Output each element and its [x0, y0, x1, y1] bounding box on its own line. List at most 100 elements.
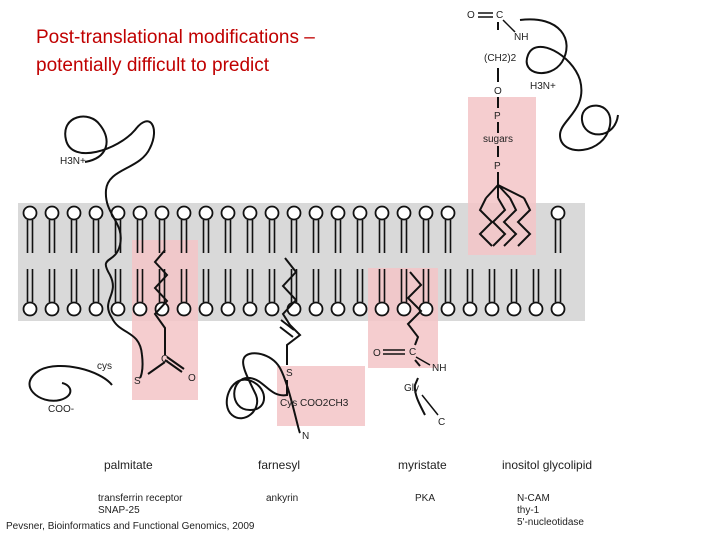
- category-farnesyl: farnesyl: [258, 458, 300, 472]
- lipid-head: [198, 205, 214, 221]
- myristate-acyl-chain: [406, 271, 423, 346]
- citation: Pevsner, Bioinformatics and Functional G…: [6, 521, 255, 532]
- example-n-cam: N-CAM: [517, 493, 550, 504]
- lipid-tail: [444, 220, 452, 253]
- lipid-head: [396, 205, 412, 221]
- label-cys: cys: [97, 361, 112, 372]
- example-pka: PKA: [415, 493, 435, 504]
- title-line-2: potentially difficult to predict: [36, 55, 270, 76]
- myristate-to-gly: [413, 359, 426, 416]
- palmitate-c-terminus-loop: [28, 364, 113, 402]
- lipid-tail: [70, 220, 78, 253]
- lipid-tail: [26, 220, 34, 253]
- lipid-head: [396, 301, 412, 317]
- slide-title: Post-translational modifications – poten…: [36, 24, 436, 80]
- category-inositol-glycolipid: inositol glycolipid: [502, 458, 592, 472]
- lipid-tail: [356, 269, 364, 302]
- lipid-head: [176, 301, 192, 317]
- lipid-tail: [444, 269, 452, 302]
- lipid-tail: [48, 220, 56, 253]
- label-cys-coo: Cys COO2CH3: [280, 398, 349, 409]
- bond-top-c-nh: [502, 19, 516, 33]
- lipid-head: [528, 301, 544, 317]
- lipid-head: [132, 301, 148, 317]
- lipid-head: [220, 205, 236, 221]
- title-line-1: Post-translational modifications –: [36, 27, 315, 48]
- lipid-head: [110, 301, 126, 317]
- farnesyl-double-bond: [279, 319, 295, 338]
- gpi-anchor: [478, 18, 619, 247]
- lipid-tail: [246, 220, 254, 253]
- lipid-head: [88, 301, 104, 317]
- label-h3n-left: H3N+: [60, 156, 86, 167]
- lipid-head: [418, 205, 434, 221]
- lipid-head: [66, 205, 82, 221]
- lipid-tail: [312, 269, 320, 302]
- example-labels: transferrin receptor SNAP-25 ankyrin PKA…: [98, 493, 584, 528]
- lipid-tail: [70, 269, 78, 302]
- lipid-tail: [554, 220, 562, 253]
- label-c-gly: C: [438, 417, 445, 428]
- lipid-head: [418, 301, 434, 317]
- lipid-tail: [554, 269, 562, 302]
- farnesyl-isoprenoid: [281, 257, 302, 365]
- category-labels: palmitate farnesyl myristate inositol gl…: [104, 458, 592, 472]
- label-nh-top: NH: [514, 32, 528, 43]
- lipid-tail: [290, 220, 298, 253]
- palmitate-chain: [64, 115, 155, 379]
- lipid-head: [462, 301, 478, 317]
- lipid-tail: [158, 269, 166, 302]
- category-myristate: myristate: [398, 458, 447, 472]
- lipid-tail: [400, 269, 408, 302]
- lipid-tail: [532, 269, 540, 302]
- lipid-tail: [48, 269, 56, 302]
- lipid-head: [330, 205, 346, 221]
- bond-gly-c: [421, 394, 439, 416]
- label-ch2: (CH2)2: [484, 53, 517, 64]
- lipid-head: [484, 301, 500, 317]
- label-p2: P: [494, 161, 501, 172]
- lipid-head: [286, 205, 302, 221]
- lipid-tail: [224, 220, 232, 253]
- label-o-myr: O: [373, 348, 381, 359]
- label-gly: Gly: [404, 383, 419, 394]
- lipid-tail: [466, 269, 474, 302]
- label-s-left: S: [134, 376, 141, 387]
- lipid-head: [286, 301, 302, 317]
- label-o-top: O: [467, 10, 475, 21]
- palmitate-carbonyl: [147, 356, 185, 375]
- example-thy-1: thy-1: [517, 505, 540, 516]
- palmitate-protein: [28, 115, 185, 402]
- palmitate-acyl-chain: [153, 249, 169, 355]
- farnesyl-protein: [225, 257, 302, 434]
- example-transferrin-receptor: transferrin receptor: [98, 493, 183, 504]
- bond-myr-co: [383, 349, 405, 355]
- lipid-head: [154, 205, 170, 221]
- farnesyl-chain: [225, 352, 301, 434]
- example-snap-25: SNAP-25: [98, 505, 140, 516]
- example-5-nucleotidase: 5'-nucleotidase: [517, 517, 584, 528]
- lipid-tail: [422, 220, 430, 253]
- lipid-tail: [136, 269, 144, 302]
- lipid-head: [308, 301, 324, 317]
- lipid-head: [44, 301, 60, 317]
- lipid-head: [44, 205, 60, 221]
- lipid-head: [132, 205, 148, 221]
- lipid-tail: [334, 220, 342, 253]
- label-h3n-right: H3N+: [530, 81, 556, 92]
- lipid-head: [88, 205, 104, 221]
- lipid-tail: [312, 220, 320, 253]
- farnesyl-highlight: [277, 366, 365, 426]
- lipid-head: [176, 205, 192, 221]
- lipid-tail: [26, 269, 34, 302]
- lipid-tail: [334, 269, 342, 302]
- bond-lines: [383, 12, 516, 416]
- lipid-head: [198, 301, 214, 317]
- lipid-tail: [378, 220, 386, 253]
- lipid-head: [264, 205, 280, 221]
- lipid-tail: [202, 269, 210, 302]
- lipid-tail: [180, 269, 188, 302]
- lipid-head: [242, 301, 258, 317]
